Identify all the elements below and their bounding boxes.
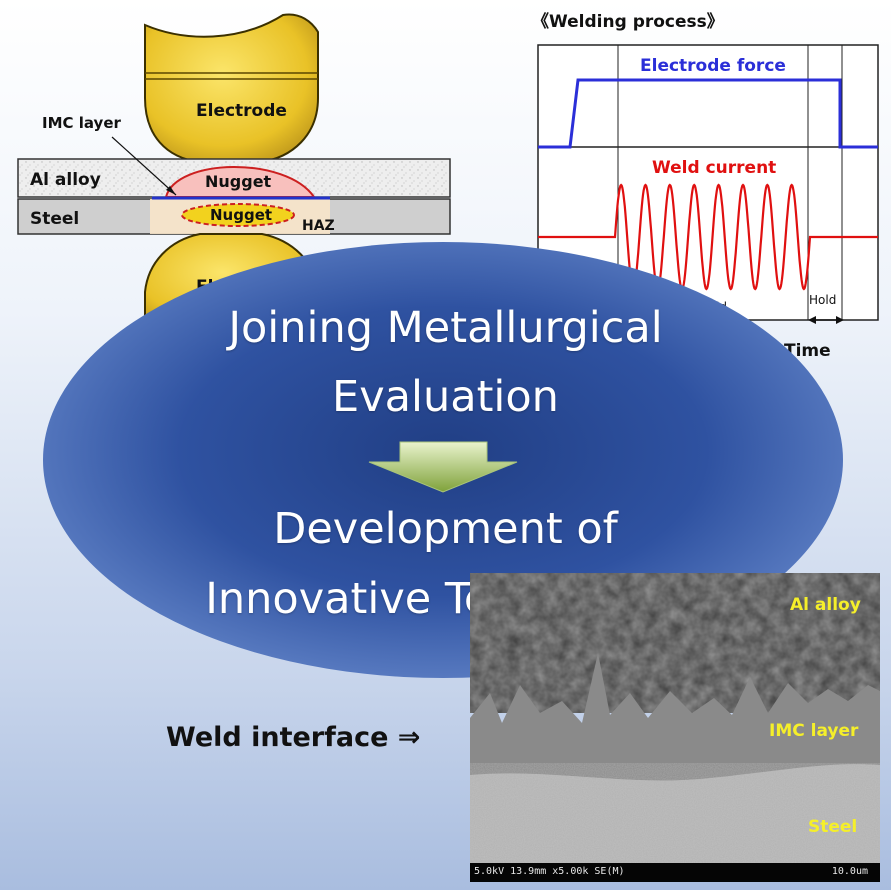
steel-label: Steel <box>30 209 79 229</box>
sem-micrograph: Al alloy IMC layer Steel 5.0kV 13.9mm x5… <box>470 573 880 882</box>
chart-frame <box>537 44 879 321</box>
center-line-3: Development of <box>273 504 618 554</box>
imc-pointer-arrow <box>111 136 177 196</box>
force-label: Electrode force <box>640 56 786 76</box>
hold-label-right: Hold <box>809 293 836 307</box>
al-alloy-label: Al alloy <box>30 170 101 190</box>
electrode-label: Electrode <box>196 101 287 121</box>
down-arrow-icon <box>368 441 518 493</box>
weld-interface-label: Weld interface ⇒ <box>166 722 421 753</box>
top-nugget <box>164 166 316 198</box>
bottom-nugget <box>181 203 295 227</box>
upper-electrode <box>144 13 319 163</box>
sem-imc-layer-label: IMC layer <box>769 721 859 741</box>
nugget-bottom-label: Nugget <box>210 206 272 224</box>
sem-al-alloy-label: Al alloy <box>790 595 861 615</box>
center-line-1: Joining Metallurgical <box>228 303 663 353</box>
imc-layer-label: IMC layer <box>42 114 121 132</box>
sem-footer-right: 10.0um <box>831 866 868 877</box>
time-label: Time <box>784 341 831 361</box>
sem-footer-left: 5.0kV 13.9mm x5.00k SE(M) <box>474 866 625 877</box>
process-title: 《Welding process》 <box>532 11 724 32</box>
weld-current-waveform <box>538 183 878 291</box>
haz-label: HAZ <box>302 218 335 234</box>
nugget-top-label: Nugget <box>205 172 272 191</box>
sem-info-bar: 5.0kV 13.9mm x5.00k SE(M) 10.0um <box>470 863 880 882</box>
electrode-force-line <box>538 78 878 149</box>
imc-layer-region <box>470 653 880 788</box>
welding-process-chart: 《Welding process》 Electrode force Weld c… <box>532 11 879 361</box>
sem-steel-label: Steel <box>808 817 858 837</box>
center-line-2: Evaluation <box>332 372 559 422</box>
current-label: Weld current <box>652 158 776 178</box>
